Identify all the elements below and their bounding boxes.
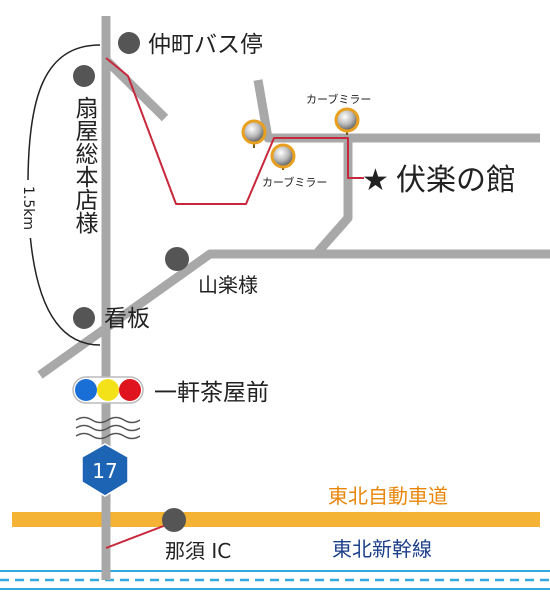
route-number: 17	[92, 459, 117, 483]
sanraku-label: 山楽様	[198, 273, 258, 297]
sanraku-dot	[165, 247, 189, 271]
curve-mirror-label: カーブミラー	[262, 175, 327, 189]
bus-stop-label: 仲町バス停	[148, 32, 263, 58]
ogiya-store-label: 扇屋総本店様	[71, 96, 99, 234]
nasu-ic-dot	[162, 508, 186, 532]
traffic-light-icon	[72, 376, 144, 404]
curve-mirror-icon	[241, 119, 267, 148]
expressway-road	[12, 512, 540, 527]
nasu-ic-label: 那須 IC	[165, 539, 231, 563]
bus-stop-dot	[118, 32, 140, 54]
signboard-label: 看板	[104, 306, 150, 332]
distance-label-bg	[18, 180, 40, 238]
destination-label: 伏楽の館	[396, 163, 516, 198]
ogiya-dot	[73, 65, 95, 87]
expressway-label: 東北自動車道	[328, 484, 448, 508]
route-path-ic	[105, 521, 175, 549]
route-path	[105, 57, 364, 205]
route-17-shield-icon: 17	[81, 443, 129, 497]
star-icon: ★	[362, 163, 389, 198]
curve-mirror-icon	[270, 143, 296, 170]
curve-mirror-icon	[334, 107, 360, 135]
railway-label: 東北新幹線	[332, 537, 432, 561]
ikken-chaya-label: 一軒茶屋前	[154, 380, 269, 406]
road-break-marks	[75, 416, 141, 440]
distance-label: 1.5km	[20, 186, 36, 230]
railway-line	[0, 570, 550, 590]
signboard-dot	[73, 307, 95, 329]
curve-mirror-label: カーブミラー	[306, 92, 371, 106]
road-network	[37, 16, 550, 580]
